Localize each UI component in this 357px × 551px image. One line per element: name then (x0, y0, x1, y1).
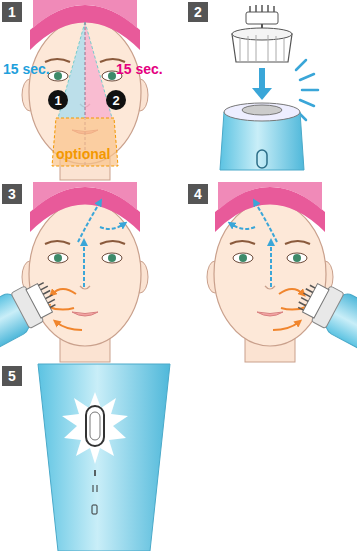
step-number: 2 (188, 2, 208, 22)
step-number: 3 (2, 184, 22, 204)
duration-label: 15 sec. (116, 62, 163, 76)
number-text: 4 (194, 187, 202, 201)
number-text: 1 (54, 94, 61, 107)
number-text: 3 (8, 187, 16, 201)
zone-number: 1 (48, 90, 68, 110)
zone-number: 2 (106, 90, 126, 110)
number-text: 2 (194, 5, 202, 19)
number-text: 1 (8, 5, 16, 19)
duration-label: 15 sec. (3, 62, 50, 76)
number-text: 2 (112, 94, 119, 107)
step-number: 5 (2, 366, 22, 386)
step-number: 1 (2, 2, 22, 22)
step-number: 4 (188, 184, 208, 204)
number-text: 5 (8, 369, 16, 383)
optional-label: optional (56, 147, 110, 161)
